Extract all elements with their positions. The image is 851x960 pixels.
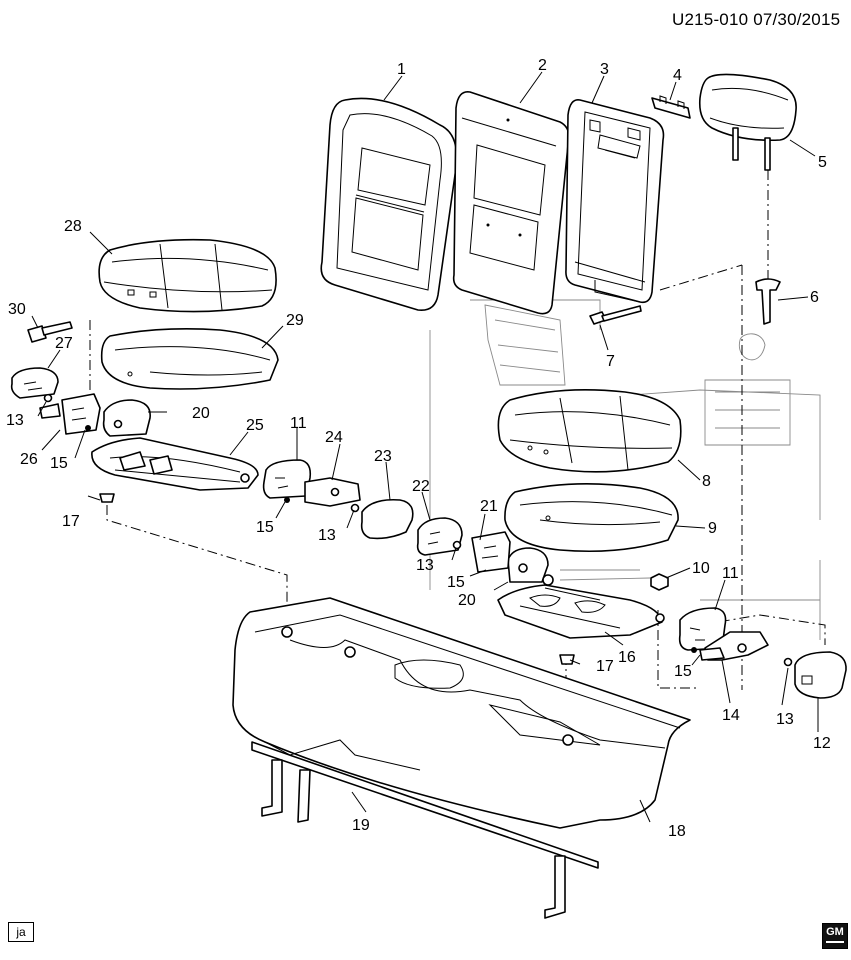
callout-15-center: 15 [447, 574, 465, 591]
callout-14: 14 [722, 707, 740, 724]
callout-5: 5 [818, 154, 827, 171]
callout-13-left: 13 [6, 412, 24, 429]
callout-26: 26 [20, 451, 38, 468]
part-4-clip [651, 95, 691, 119]
part-6-headrest-guide [755, 278, 781, 325]
callout-24: 24 [325, 429, 343, 446]
callout-2: 2 [538, 57, 547, 74]
right-hinge-assembly [678, 607, 793, 667]
part-25-seat-pan [91, 437, 259, 491]
callout-13-left-center: 13 [318, 527, 336, 544]
gm-logo-text: GM [826, 926, 844, 938]
part-8-seat-cushion-cover [497, 389, 682, 473]
callout-10: 10 [692, 560, 710, 577]
part-29-seat-cushion-pad [100, 328, 279, 390]
callout-7: 7 [606, 353, 615, 370]
callout-20-left: 20 [192, 405, 210, 422]
callout-16: 16 [618, 649, 636, 666]
callout-22: 22 [412, 478, 430, 495]
diagram-code-date: U215-010 07/30/2015 [672, 10, 841, 29]
callout-30: 30 [8, 301, 26, 318]
callout-20-center: 20 [458, 592, 476, 609]
callout-13-center: 13 [416, 557, 434, 574]
part-7-bolt [589, 305, 642, 325]
callout-15-right: 15 [674, 663, 692, 680]
part-2-seat-back-pad [452, 91, 570, 315]
callout-19: 19 [352, 817, 370, 834]
gm-logo-bar [826, 941, 844, 943]
callout-23: 23 [374, 448, 392, 465]
part-9-seat-cushion-pad [504, 483, 679, 553]
callout-18: 18 [668, 823, 686, 840]
callout-17-left: 17 [62, 513, 80, 530]
part-18-seat-base [232, 597, 691, 829]
callout-13-right: 13 [776, 711, 794, 728]
part-12-trim-cover [794, 651, 847, 699]
part-17-bumpers [99, 493, 575, 665]
callout-29: 29 [286, 312, 304, 329]
left-hinge-assembly [10, 367, 151, 437]
illustrator-tag: ja [8, 922, 34, 942]
callout-21: 21 [480, 498, 498, 515]
callout-labels: 1 2 3 4 5 6 7 8 9 10 11 11 12 13 13 13 1… [6, 57, 831, 840]
part-5-headrest [698, 73, 797, 171]
callout-8: 8 [702, 473, 711, 490]
part-28-seat-cushion-cover [98, 238, 277, 313]
left-center-hinge-assembly [262, 459, 361, 513]
callout-25: 25 [246, 417, 264, 434]
part-1-seat-back-cover [320, 97, 458, 312]
part-23-trim-cover [360, 498, 414, 540]
callout-15-left-center: 15 [256, 519, 274, 536]
callout-9: 9 [708, 520, 717, 537]
callout-1: 1 [397, 61, 406, 78]
callout-11-left: 11 [290, 415, 307, 432]
callout-27: 27 [55, 335, 73, 352]
callout-4: 4 [673, 67, 682, 84]
part-10-nut [650, 573, 669, 591]
part-22-center-cover [416, 517, 463, 556]
gm-logo-icon: GM [822, 923, 848, 949]
part-16-seat-pan [497, 584, 665, 639]
callout-12: 12 [813, 735, 831, 752]
callout-6: 6 [810, 289, 819, 306]
center-hinge-assembly [471, 531, 554, 586]
leader-lines [31, 71, 819, 823]
callout-17-right: 17 [596, 658, 614, 675]
callout-11-right: 11 [722, 565, 739, 582]
callout-28: 28 [64, 218, 82, 235]
callout-3: 3 [600, 61, 609, 78]
part-19-mounting-rail [251, 741, 599, 919]
part-3-seat-back-frame [565, 98, 665, 304]
callout-15-left: 15 [50, 455, 68, 472]
